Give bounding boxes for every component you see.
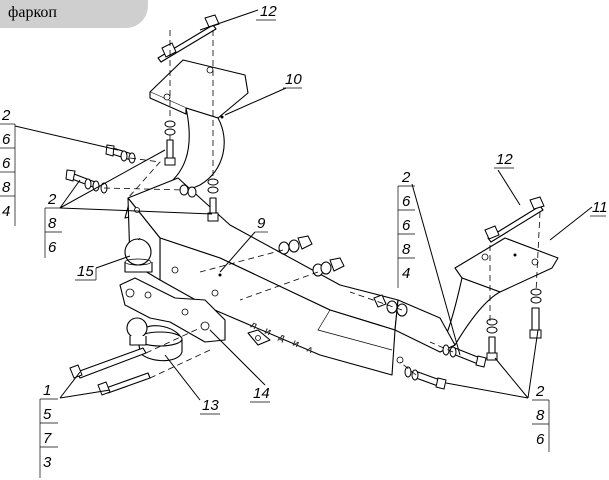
callout-number: 10 [285,71,302,88]
callout-number: 1 [43,382,51,399]
callout-number: 7 [43,430,52,447]
callout-number: 14 [253,385,270,402]
callout-number: 12 [260,3,277,20]
callout-stack-bottom-left: 1 5 7 3 [39,382,58,478]
callout-number: 8 [536,407,545,424]
callout-number: 2 [535,383,545,400]
marking-letter: И [263,327,272,338]
callout-number: 12 [496,151,513,168]
leader-lines [14,9,593,401]
marking-letter: А [305,345,314,356]
callout-number: 6 [2,155,11,172]
tow-ball [124,238,153,273]
callout-number: 6 [536,431,545,448]
callout-number: 15 [77,263,94,280]
callout-number: 6 [2,131,11,148]
callout-stack-right-upper: 2 6 6 8 4 [397,169,415,288]
beam-marking: Л И Д И А [249,321,314,356]
callout-stack-top-left: 2 6 6 8 4 [0,107,16,226]
callout-stack-right-lower: 2 8 6 [532,383,550,452]
callout-number: 6 [48,239,57,256]
main-crossbar [127,177,404,376]
callout-number: 11 [592,199,608,216]
callout-number: 6 [402,217,411,234]
callout-number: 5 [43,406,52,423]
callout-number: 9 [257,215,266,232]
callout-number: 2 [1,107,11,124]
callout-number: 4 [2,203,10,220]
part-callouts: 12 10 9 15 12 11 13 14 [75,3,608,415]
callout-number: 2 [47,191,57,208]
callout-number: 4 [402,265,410,282]
marking-letter: Д [277,333,286,344]
callout-number: 3 [43,454,52,471]
drawing-title: фаркоп [8,4,57,21]
callout-number: 8 [2,179,11,196]
marking-letter: Л [249,321,258,332]
callout-number: 8 [48,215,57,232]
assembly-lines [103,30,541,379]
bolts [65,139,542,396]
fastening-straps [157,14,545,243]
callout-number: 6 [402,193,411,210]
callout-number: 8 [402,241,411,258]
callout-number: 2 [401,169,411,186]
title-tab: фаркоп [0,0,148,28]
callout-stack-left-middle: 2 8 6 [44,191,62,258]
callout-number: 13 [202,397,219,414]
marking-letter: И [291,339,300,350]
